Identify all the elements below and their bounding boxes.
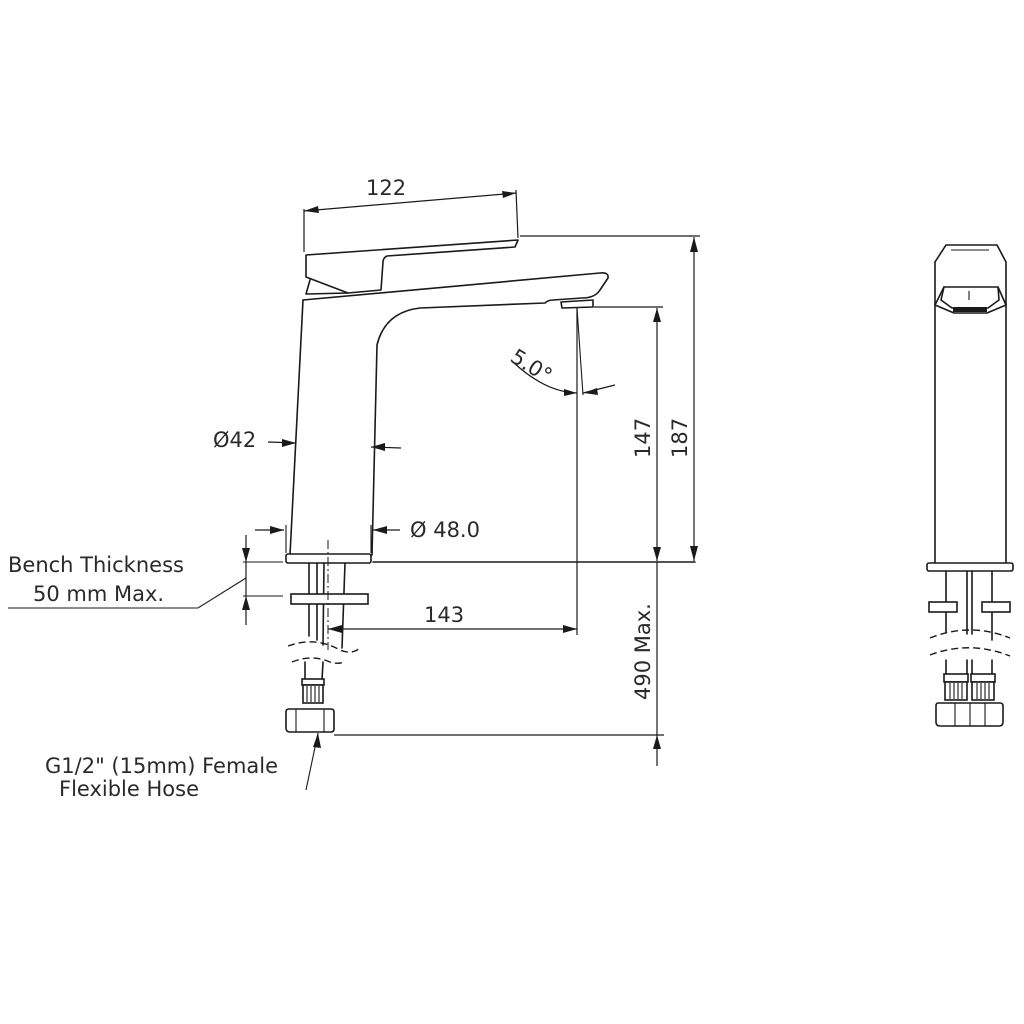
hex-nut [285,708,335,733]
front-view-tap [926,244,1014,727]
side-view-tap [243,239,696,733]
dim-hose-length: 490 Max. [631,603,655,700]
handle-lever [305,239,519,294]
dim-body-diameter: Ø42 [213,428,257,452]
dimension-lines [8,189,700,791]
dim-spout-reach: 143 [424,603,465,627]
aerator [560,299,594,309]
dim-handle-length: 122 [366,176,407,200]
tap-body [302,272,609,556]
dim-base-diameter: Ø 48.0 [410,518,480,542]
bench-thickness-max-label: 50 mm Max. [33,582,165,606]
dim-spout-height: 147 [631,417,655,458]
dim-overall-height: 187 [668,417,692,458]
hose-spec-label: G1/2" (15mm) Female [45,754,279,778]
hose-type-label: Flexible Hose [59,777,199,801]
bench-thickness-label: Bench Thickness [8,553,184,577]
backnut-plate [290,593,369,605]
